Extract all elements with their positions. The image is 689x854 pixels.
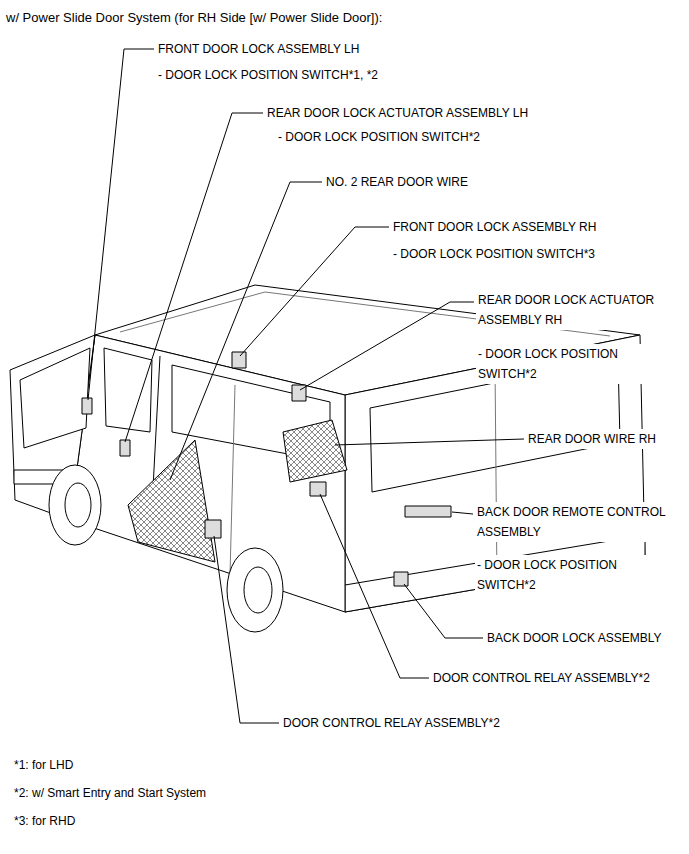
leader-line (335, 439, 524, 445)
part-label: FRONT DOOR LOCK ASSEMBLY RH (391, 217, 598, 237)
rear-hub (244, 567, 272, 613)
part-label: REAR DOOR WIRE RH (526, 429, 658, 449)
lock-part (120, 440, 130, 456)
leader-line (404, 584, 483, 638)
remote-part (405, 506, 451, 517)
door-seam (495, 365, 497, 585)
door-line (230, 385, 235, 575)
front-wheel (49, 465, 101, 545)
part-label: NO. 2 REAR DOOR WIRE (324, 172, 470, 192)
rear-wheel (227, 548, 283, 632)
footnote: *2: w/ Smart Entry and Start System (12, 783, 208, 803)
part-label: BACK DOOR LOCK ASSEMBLY (485, 628, 664, 648)
leader-line (452, 512, 473, 514)
door-wire (128, 440, 215, 562)
part-label: FRONT DOOR LOCK ASSEMBLY LH (156, 39, 361, 59)
part-note: - DOOR LOCK POSITION SWITCH*2 (276, 127, 482, 147)
leader-line (170, 182, 322, 480)
part-note: - DOOR LOCK POSITION SWITCH*2 (476, 344, 655, 384)
part-label: REAR DOOR LOCK ACTUATOR ASSEMBLY RH (476, 290, 680, 330)
front-hub (65, 483, 91, 527)
part-label: DOOR CONTROL RELAY ASSEMBLY*2 (281, 713, 502, 733)
part-note: - DOOR LOCK POSITION SWITCH*1, *2 (156, 65, 380, 85)
relay-part (205, 520, 221, 538)
leader-line (300, 302, 474, 390)
lock-part (82, 398, 92, 414)
door-wire (283, 420, 347, 482)
front-door-window (104, 348, 152, 432)
footnote: *3: for RHD (12, 811, 77, 831)
leader-line (125, 113, 263, 442)
lock-part (394, 572, 408, 586)
part-note: - DOOR LOCK POSITION SWITCH*3 (391, 244, 597, 264)
part-label: REAR DOOR LOCK ACTUATOR ASSEMBLY LH (265, 103, 530, 123)
relay-part (310, 482, 326, 496)
leader-line (214, 536, 279, 723)
footnote: *1: for LHD (12, 755, 75, 775)
part-label: BACK DOOR REMOTE CONTROL ASSEMBLY (475, 502, 679, 542)
part-label: DOOR CONTROL RELAY ASSEMBLY*2 (431, 668, 652, 688)
lock-part (232, 352, 246, 368)
leader-line (320, 494, 429, 678)
leader-line (240, 227, 389, 356)
part-note: - DOOR LOCK POSITION SWITCH*2 (475, 555, 654, 595)
figure-title: w/ Power Slide Door System (for RH Side … (6, 10, 382, 26)
windshield (20, 348, 90, 448)
leader-line (88, 49, 154, 400)
